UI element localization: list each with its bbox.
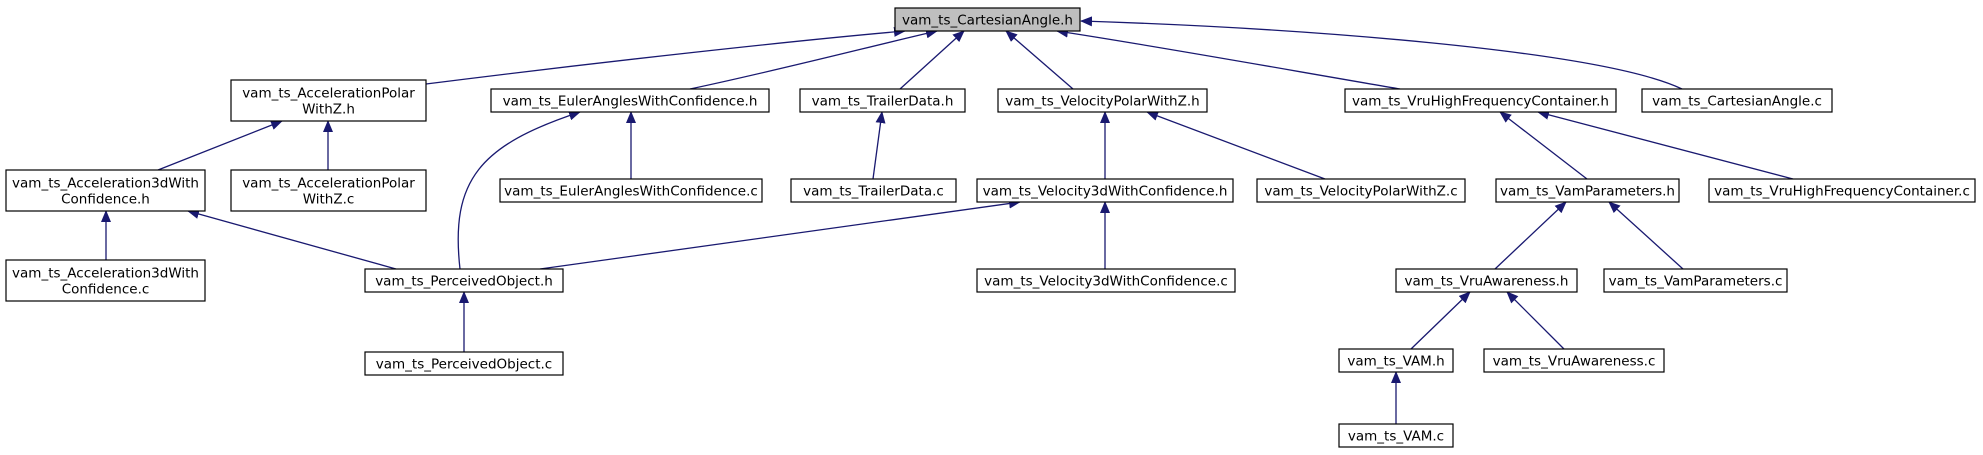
edge-trailer_c-to-trailer_h (872, 111, 886, 180)
node-label: vam_ts_AccelerationPolar (242, 176, 415, 192)
node-box[interactable] (1344, 88, 1617, 113)
node-box[interactable] (997, 88, 1208, 113)
node-label: vam_ts_EulerAnglesWithConfidence.h (503, 94, 758, 110)
node-label: vam_ts_VAM.c (1348, 429, 1444, 445)
edge-vruaw_h-to-vamparams_h (1494, 201, 1567, 270)
node-label: vam_ts_VruAwareness.h (1405, 274, 1569, 290)
edges-layer (101, 16, 1794, 424)
node-vruaw_h[interactable]: vam_ts_VruAwareness.h (1395, 268, 1578, 293)
node-velpolar_c[interactable]: vam_ts_VelocityPolarWithZ.c (1256, 178, 1466, 203)
node-root[interactable]: vam_ts_CartesianAngle.h (894, 7, 1081, 32)
node-trailer_c[interactable]: vam_ts_TrailerData.c (790, 178, 957, 203)
edge-cart_c-to-root (1080, 16, 1683, 90)
nodes-layer: vam_ts_CartesianAngle.h vam_ts_Accelerati… (5, 7, 1976, 448)
node-box[interactable] (490, 88, 770, 113)
node-label: WithZ.h (302, 102, 355, 118)
node-perceived_c[interactable]: vam_ts_PerceivedObject.c (364, 351, 564, 376)
node-box[interactable] (499, 178, 763, 203)
node-label: vam_ts_VelocityPolarWithZ.h (1005, 94, 1199, 110)
edge-accpolar_h-to-root (425, 26, 906, 85)
node-box[interactable] (894, 7, 1081, 32)
edge-euler_h-to-root (689, 28, 938, 90)
node-box[interactable] (1256, 178, 1466, 203)
node-perceived_h[interactable]: vam_ts_PerceivedObject.h (364, 268, 564, 293)
node-euler_c[interactable]: vam_ts_EulerAnglesWithConfidence.c (499, 178, 763, 203)
node-box[interactable] (1495, 178, 1680, 203)
node-box[interactable] (5, 169, 206, 212)
node-label: vam_ts_VruHighFrequencyContainer.c (1714, 184, 1970, 200)
edge-vruhf_h-to-root (1056, 27, 1401, 90)
node-cart_c[interactable]: vam_ts_CartesianAngle.c (1641, 88, 1833, 113)
node-box[interactable] (230, 79, 427, 122)
node-label: vam_ts_VamParameters.c (1609, 274, 1783, 290)
node-vruhf_h[interactable]: vam_ts_VruHighFrequencyContainer.h (1344, 88, 1617, 113)
node-vam_c[interactable]: vam_ts_VAM.c (1338, 423, 1454, 448)
node-box[interactable] (799, 88, 966, 113)
node-box[interactable] (5, 259, 206, 302)
edge-velpolar_c-to-velpolar_h (1146, 111, 1326, 180)
edge-acc3d_h-to-accpolar_h (157, 120, 283, 171)
node-vruaw_c[interactable]: vam_ts_VruAwareness.c (1483, 348, 1665, 373)
node-label: vam_ts_PerceivedObject.h (375, 274, 553, 290)
node-box[interactable] (230, 169, 427, 212)
node-euler_h[interactable]: vam_ts_EulerAnglesWithConfidence.h (490, 88, 770, 113)
node-vamparams_c[interactable]: vam_ts_VamParameters.c (1603, 268, 1788, 293)
node-label: vam_ts_Velocity3dWithConfidence.h (983, 184, 1228, 200)
node-box[interactable] (364, 351, 564, 376)
edge-vam_h-to-vruaw_h (1410, 291, 1471, 350)
node-label: WithZ.c (303, 192, 355, 208)
edge-perceived_h-to-euler_h (457, 110, 581, 270)
node-label: vam_ts_EulerAnglesWithConfidence.c (504, 184, 758, 200)
node-box[interactable] (976, 268, 1236, 293)
edge-vamparams_h-to-vruhf_h (1499, 111, 1588, 180)
node-label: vam_ts_VruHighFrequencyContainer.h (1352, 94, 1609, 110)
node-box[interactable] (976, 178, 1234, 203)
node-trailer_h[interactable]: vam_ts_TrailerData.h (799, 88, 966, 113)
node-label: vam_ts_VruAwareness.c (1493, 354, 1656, 370)
node-vruhf_c[interactable]: vam_ts_VruHighFrequencyContainer.c (1708, 178, 1976, 203)
edge-vruhf_c-to-vruhf_h (1537, 109, 1794, 180)
edge-vamparams_c-to-vamparams_h (1608, 201, 1684, 270)
node-label: vam_ts_Acceleration3dWith (12, 176, 199, 192)
node-label: vam_ts_Velocity3dWithConfidence.c (984, 274, 1228, 290)
node-vamparams_h[interactable]: vam_ts_VamParameters.h (1495, 178, 1680, 203)
node-box[interactable] (1483, 348, 1665, 373)
node-label: vam_ts_CartesianAngle.c (1652, 94, 1822, 110)
node-label: vam_ts_TrailerData.c (803, 184, 944, 200)
node-label: vam_ts_AccelerationPolar (242, 86, 415, 102)
node-box[interactable] (1338, 423, 1454, 448)
node-label: vam_ts_TrailerData.h (812, 94, 954, 110)
node-label: vam_ts_VAM.h (1347, 354, 1444, 370)
node-box[interactable] (1641, 88, 1833, 113)
node-vel3d_h[interactable]: vam_ts_Velocity3dWithConfidence.h (976, 178, 1234, 203)
node-box[interactable] (1338, 348, 1454, 373)
edge-vruaw_c-to-vruaw_h (1506, 291, 1565, 350)
node-box[interactable] (1395, 268, 1578, 293)
node-label: vam_ts_Acceleration3dWith (12, 266, 199, 282)
edge-velpolar_h-to-root (1005, 30, 1074, 90)
node-label: Confidence.h (61, 192, 150, 208)
edge-trailer_h-to-root (899, 30, 965, 90)
node-label: vam_ts_VelocityPolarWithZ.c (1264, 184, 1457, 200)
node-label: vam_ts_VamParameters.h (1500, 184, 1675, 200)
node-box[interactable] (364, 268, 564, 293)
node-velpolar_h[interactable]: vam_ts_VelocityPolarWithZ.h (997, 88, 1208, 113)
edge-perceived_h-to-acc3d_h (187, 209, 397, 270)
node-vam_h[interactable]: vam_ts_VAM.h (1338, 348, 1454, 373)
node-box[interactable] (790, 178, 957, 203)
node-vel3d_c[interactable]: vam_ts_Velocity3dWithConfidence.c (976, 268, 1236, 293)
node-label: vam_ts_CartesianAngle.h (902, 13, 1073, 29)
node-label: vam_ts_PerceivedObject.c (376, 357, 552, 373)
node-box[interactable] (1708, 178, 1976, 203)
node-label: Confidence.c (62, 282, 150, 298)
edge-perceived_h-to-vel3d_h (539, 198, 1021, 270)
node-box[interactable] (1603, 268, 1788, 293)
